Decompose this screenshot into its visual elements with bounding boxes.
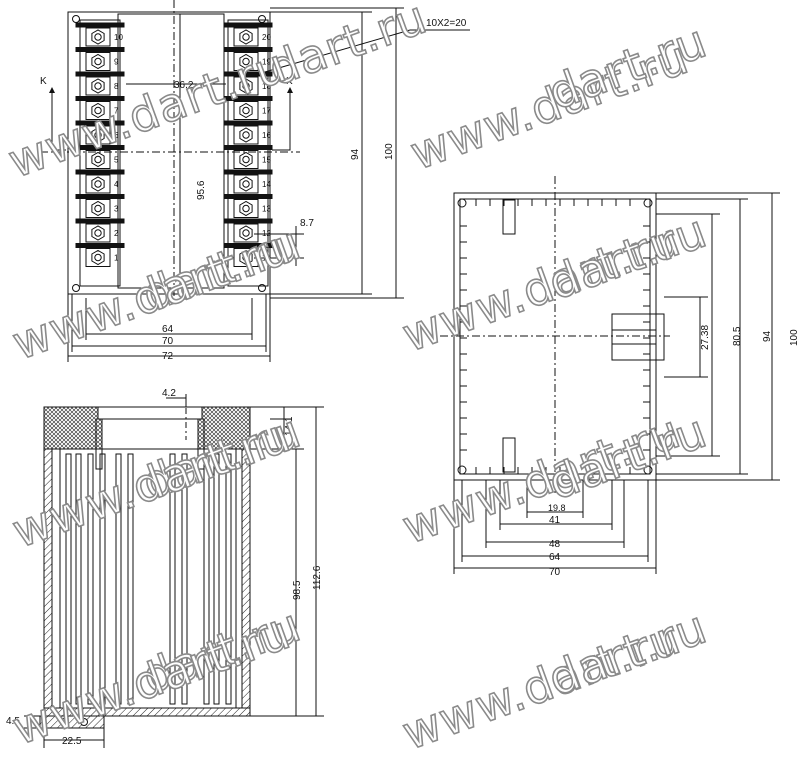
terminal-left-3: 3 xyxy=(75,194,125,218)
terminal-number: 3 xyxy=(114,205,119,214)
terminal-number: 16 xyxy=(262,131,271,140)
dim-h100-bottom: 100 xyxy=(789,329,800,346)
terminal-number: 2 xyxy=(114,229,119,238)
terminal-number: 4 xyxy=(114,180,119,189)
dim-center-width: 36.2 xyxy=(174,80,194,91)
edge-ribs xyxy=(460,199,650,474)
terminal-right-14: 14 xyxy=(223,169,273,194)
dim-top-depth: 14.1 xyxy=(284,416,295,436)
terminal-right-15: 15 xyxy=(223,145,273,169)
terminal-number: 9 xyxy=(114,58,119,67)
contact-pins xyxy=(65,418,232,705)
terminal-number: 18 xyxy=(262,82,271,91)
terminal-right-13: 13 xyxy=(223,194,273,218)
dim-w19-8: 19.8 xyxy=(548,503,566,513)
terminal-number: 13 xyxy=(262,205,271,214)
terminal-number: 5 xyxy=(114,156,119,165)
dim-w64: 64 xyxy=(162,324,174,335)
dim-w70-bottom: 70 xyxy=(549,567,561,578)
terminal-number: 7 xyxy=(114,107,119,116)
terminal-number: 14 xyxy=(262,180,271,189)
dim-base: 4.5 xyxy=(6,716,20,727)
dim-h100-top: 100 xyxy=(384,143,395,160)
terminal-number: 6 xyxy=(114,131,119,140)
dim-top-gap: 4.2 xyxy=(162,388,176,399)
section-line-left xyxy=(51,92,66,151)
top-view-center-window xyxy=(117,13,225,289)
terminal-number: 10 xyxy=(114,33,123,42)
dim-w64-bottom: 64 xyxy=(549,552,561,563)
terminal-left-9: 9 xyxy=(75,47,125,71)
terminal-number: 20 xyxy=(262,33,271,42)
side-view-labels: 4.2 14.1 98.5 112.6 4.5 22.5 xyxy=(6,388,323,747)
terminal-left-4: 4 xyxy=(75,169,125,194)
terminal-left-1: 1 xyxy=(75,243,125,267)
terminal-number: 17 xyxy=(262,107,271,116)
dim-foot: 22.5 xyxy=(62,736,82,747)
dim-w70: 70 xyxy=(162,336,174,347)
terminal-right-20: 20 xyxy=(223,22,273,47)
terminal-left-2: 2 xyxy=(75,218,125,243)
wall-left xyxy=(43,448,53,716)
terminal-number: 15 xyxy=(262,156,271,165)
side-view xyxy=(24,394,324,748)
terminal-number: 19 xyxy=(262,58,271,67)
section-line-right xyxy=(272,92,291,151)
terminal-strip-left: 10 9 8 7 6 5 4 3 2 1 xyxy=(75,19,125,287)
dim-inner-height-side: 98.5 xyxy=(292,580,303,600)
terminal-right-16: 16 xyxy=(223,120,273,145)
dim-w41: 41 xyxy=(549,515,561,526)
terminal-right-19: 19 xyxy=(223,47,273,71)
dim-h94-top: 94 xyxy=(350,148,361,160)
dim-w72: 72 xyxy=(162,351,174,362)
section-mark-k-right: K xyxy=(286,76,293,87)
mounting-foot xyxy=(39,715,105,729)
terminal-left-5: 5 xyxy=(75,145,125,169)
terminal-right-18: 18 xyxy=(223,71,273,96)
dim-w48: 48 xyxy=(549,539,561,550)
dim-outer-height-side: 112.6 xyxy=(312,565,323,590)
section-mark-k-left: K xyxy=(40,76,47,87)
bottom-view xyxy=(440,176,780,574)
watermark-short-8: dart.ru xyxy=(541,599,714,706)
top-view-outline xyxy=(67,11,271,295)
dim-h27-38: 27.38 xyxy=(700,325,711,350)
terminal-left-6: 6 xyxy=(75,120,125,145)
watermark-full-3: www.dart.ru xyxy=(5,220,297,370)
top-view-labels: K K 10X2=20 36.2 95.6 8.7 64 70 72 94 10… xyxy=(40,18,467,362)
dim-pitch: 8.7 xyxy=(300,218,314,229)
dim-h94-bottom: 94 xyxy=(762,330,773,342)
callout-pitch: 10X2=20 xyxy=(426,18,467,29)
rib-bottom xyxy=(502,437,516,473)
terminal-right-17: 17 xyxy=(223,96,273,120)
terminal-left-8: 8 xyxy=(75,71,125,96)
rib-top xyxy=(502,199,516,235)
watermark-full-1: www.dart.ru xyxy=(1,38,293,188)
terminal-number: 1 xyxy=(114,254,119,263)
watermark-layer: dart.ru www.dart.ru www.dart.ru dart.ru … xyxy=(0,0,714,761)
terminal-left-7: 7 xyxy=(75,96,125,120)
dim-inner-height: 95.6 xyxy=(196,180,207,200)
watermark-short-4: dart.ru xyxy=(541,203,714,310)
bottom-view-labels: 100 94 80.5 27.38 19.8 41 48 64 70 xyxy=(548,325,800,578)
terminal-left-10: 10 xyxy=(75,22,125,47)
side-tab xyxy=(611,313,665,361)
terminal-number: 8 xyxy=(114,82,119,91)
dim-h80-5: 80.5 xyxy=(732,326,743,346)
